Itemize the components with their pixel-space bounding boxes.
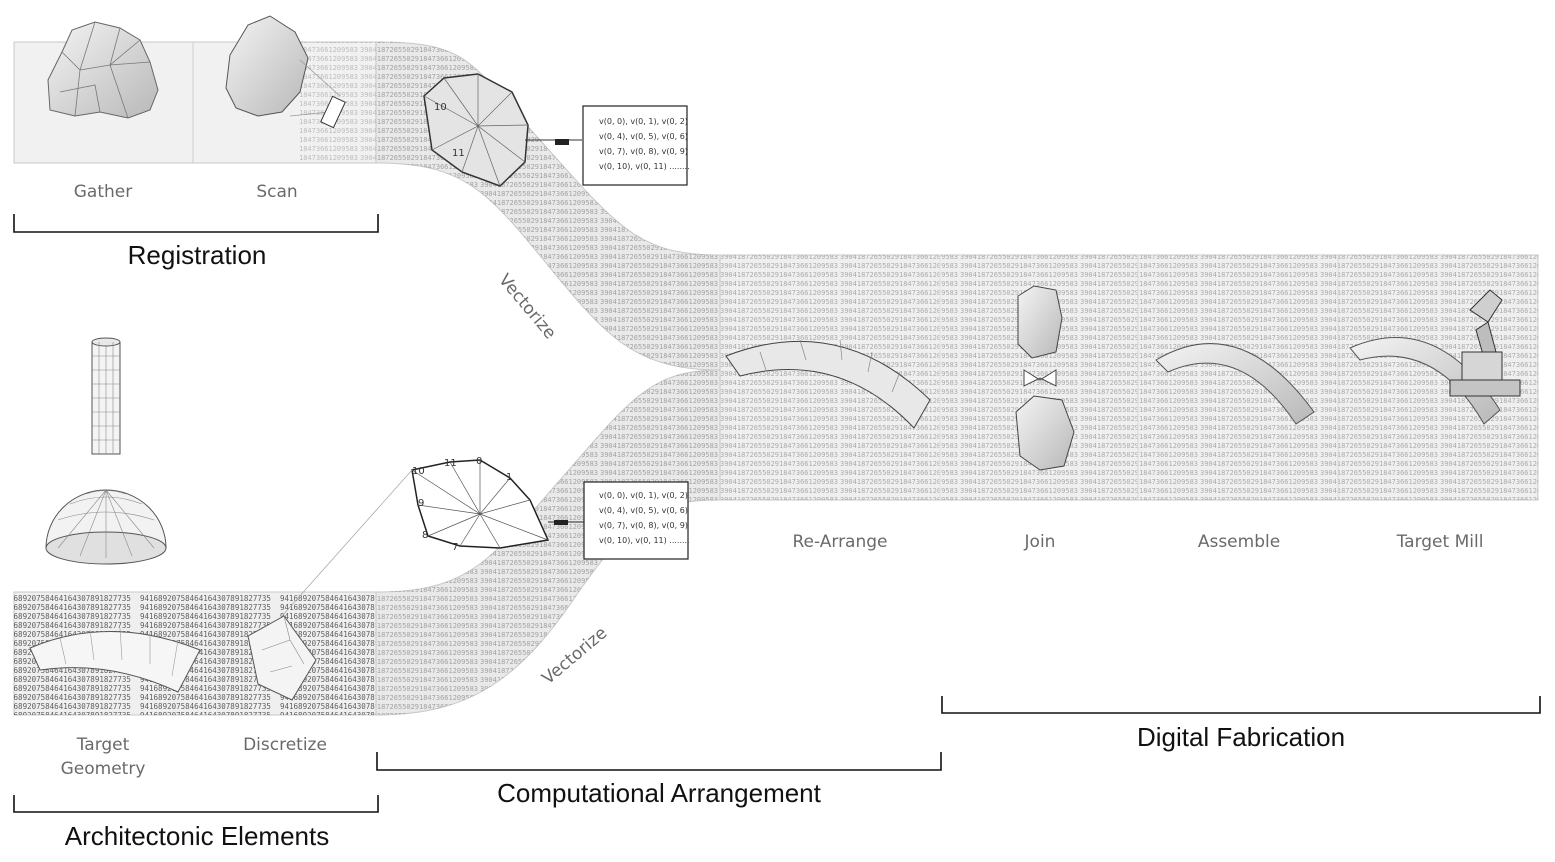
bracket-registration: [13, 214, 379, 233]
group-label-digital-fabrication: Digital Fabrication: [1137, 722, 1345, 752]
group-label-registration: Registration: [128, 240, 267, 270]
bracket-architectonic-elements: [13, 795, 379, 813]
stage-label-gather: Gather: [74, 182, 132, 202]
polygon-label: 9: [418, 498, 424, 509]
scanned-rock-icon: [225, 15, 346, 129]
discretized-strip-icon: [247, 615, 317, 701]
matrix-row: v(0, 0), v(0, 1), v(0, 2): [599, 117, 688, 126]
stage-label-target-mill: Target Mill: [1396, 532, 1484, 552]
polygon-label: 8: [422, 530, 428, 541]
matrix-row: v(0, 0), v(0, 1), v(0, 2): [599, 491, 688, 500]
arch-strip-icon: [29, 627, 201, 693]
matrix-row: v(0, 7), v(0, 8), v(0, 9): [599, 147, 688, 156]
stage-label-assemble: Assemble: [1198, 532, 1280, 552]
polygon-label: 10: [412, 466, 425, 477]
cylinder-geometry-icon: [91, 337, 121, 455]
flow-label-vectorize-bottom: Vectorize: [538, 623, 611, 689]
rock-pile-icon: [47, 21, 159, 119]
polygon-label: 11: [452, 148, 465, 159]
stage-label-join: Join: [1024, 532, 1056, 552]
assembled-arch-icon: [1155, 343, 1315, 425]
stage-label-scan: Scan: [256, 182, 297, 202]
matrix-row: v(0, 4), v(0, 5), v(0, 6): [599, 506, 688, 515]
rearranged-arch-icon: [725, 339, 931, 429]
polygon-label: 0: [476, 456, 482, 467]
joined-stones-icon: [1015, 285, 1075, 471]
flow-label-vectorize-top: Vectorize: [494, 270, 560, 343]
bracket-computational-arrangement: [376, 752, 942, 771]
robot-mill-icon: [1349, 289, 1521, 425]
stage-label-rearrange: Re-Arrange: [792, 532, 887, 552]
bracket-digital-fabrication: [941, 696, 1541, 714]
vectorized-polygon-bottom: 10 11 0 1 9 8 7: [281, 456, 584, 617]
polygon-label: 10: [434, 102, 447, 113]
stage-label-target-geometry: Target: [76, 735, 130, 755]
polygon-label: 1: [506, 472, 512, 483]
matrix-row: v(0, 10), v(0, 11) ........: [599, 162, 690, 171]
polygon-label: 11: [444, 458, 457, 469]
group-label-architectonic-elements: Architectonic Elements: [65, 821, 329, 851]
stage-label-discretize: Discretize: [243, 735, 327, 755]
group-label-computational-arrangement: Computational Arrangement: [497, 778, 822, 808]
matrix-row: v(0, 10), v(0, 11) ........: [599, 536, 690, 545]
polygon-label: 7: [452, 542, 458, 553]
matrix-row: v(0, 7), v(0, 8), v(0, 9): [599, 521, 688, 530]
vectorized-polygon-top: 10 11: [423, 73, 582, 187]
dome-geometry-icon: [45, 489, 167, 565]
vector-matrix-bottom: v(0, 0), v(0, 1), v(0, 2) v(0, 4), v(0, …: [583, 481, 690, 560]
stage-label-target-geometry: Geometry: [61, 759, 146, 779]
matrix-row: v(0, 4), v(0, 5), v(0, 6): [599, 132, 688, 141]
vector-matrix-top: v(0, 0), v(0, 1), v(0, 2) v(0, 4), v(0, …: [582, 105, 690, 186]
